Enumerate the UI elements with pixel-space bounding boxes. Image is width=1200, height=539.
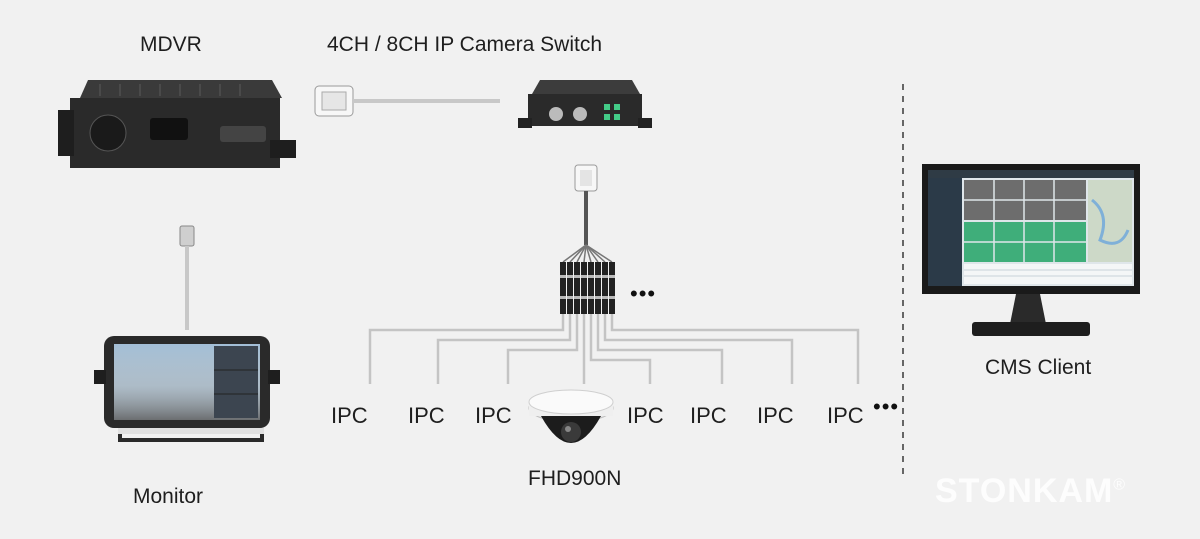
monitor-device-icon xyxy=(94,336,280,442)
more-channels-ellipsis: ••• xyxy=(630,281,657,306)
ipc-label-3: IPC xyxy=(475,403,512,428)
camera-model-label: FHD900N xyxy=(528,467,622,490)
monitor-cable xyxy=(179,225,195,330)
mdvr-switch-cable xyxy=(314,85,500,117)
ipc-label-1: IPC xyxy=(331,403,368,428)
splitter-cable xyxy=(560,164,615,314)
brand-name: STONKAM xyxy=(935,472,1114,510)
mdvr-device-icon xyxy=(58,80,296,168)
ipc-label-6: IPC xyxy=(757,403,794,428)
ipc-branch-cables xyxy=(368,314,860,384)
camera-switch-device-icon xyxy=(518,80,652,128)
more-ipc-ellipsis: ••• xyxy=(873,394,900,419)
ipc-label-4: IPC xyxy=(627,403,664,428)
ipc-label-7: IPC xyxy=(827,403,864,428)
cms-client-label: CMS Client xyxy=(985,356,1092,379)
cms-client-monitor-icon xyxy=(922,164,1140,336)
ipc-label-5: IPC xyxy=(690,403,727,428)
camera-switch-label: 4CH / 8CH IP Camera Switch xyxy=(327,33,603,56)
brand-watermark: STONKAM® xyxy=(935,472,1126,511)
mdvr-label: MDVR xyxy=(140,33,202,56)
ipc-label-2: IPC xyxy=(408,403,445,428)
brand-mark: ® xyxy=(1113,476,1127,494)
monitor-label: Monitor xyxy=(133,485,204,508)
dome-camera-icon xyxy=(528,389,614,443)
